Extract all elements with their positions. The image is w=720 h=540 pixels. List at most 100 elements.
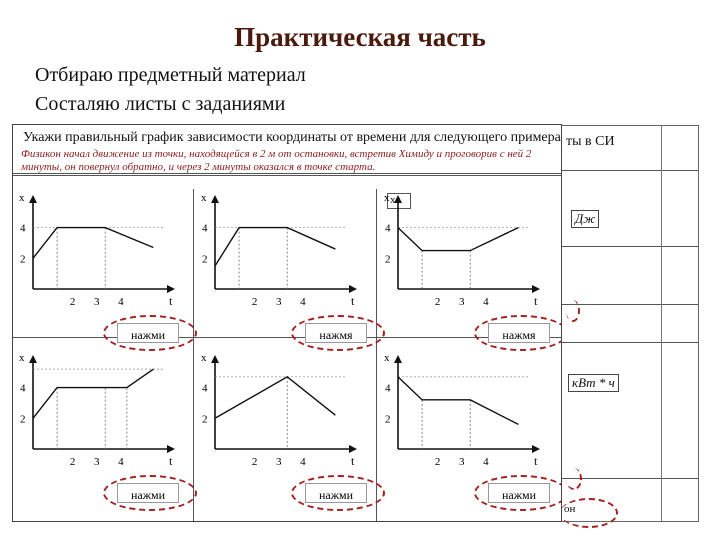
task-header: Укажи правильный график зависимости коор… [13, 125, 561, 174]
x-tick-label: 4 [118, 296, 124, 308]
y-axis-arrow [211, 195, 219, 203]
x-tick-label: 4 [300, 296, 306, 308]
y-axis-label: x [384, 192, 390, 204]
x-tick-label: 3 [94, 296, 100, 308]
highlight-oval [291, 315, 385, 351]
y-tick-label: 2 [20, 413, 26, 425]
background-divider [556, 478, 698, 479]
unit-joule-box: Дж [571, 210, 600, 228]
graph-line [214, 375, 336, 419]
y-tick-label: 4 [385, 383, 391, 395]
graph-line [32, 226, 154, 259]
x-axis-label: t [351, 454, 355, 468]
x-tick-label: 2 [70, 456, 76, 468]
task-question: Укажи правильный график зависимости коор… [23, 130, 562, 145]
header-underline [13, 175, 561, 176]
x-tick-label: 2 [435, 296, 441, 308]
task-condition: Физикон начал движение из точки, находящ… [21, 148, 532, 173]
x-axis-label: t [169, 294, 173, 308]
y-tick-label: 4 [202, 383, 208, 395]
y-axis-arrow [394, 195, 402, 203]
y-tick-label: 2 [385, 413, 391, 425]
y-axis-label: x [201, 352, 207, 364]
x-tick-label: 3 [459, 456, 465, 468]
background-oval-fragment [560, 498, 618, 528]
y-tick-label: 2 [20, 253, 26, 265]
grid-column-line [193, 189, 194, 521]
background-oval-fragment [566, 468, 582, 490]
highlight-oval [291, 475, 385, 511]
graph-svg: x t 4 2 2 3 4 [201, 352, 357, 468]
task-sheet: Укажи правильный график зависимости коор… [12, 124, 562, 522]
y-axis-label: x [19, 192, 25, 204]
x-tick-label: 4 [483, 456, 489, 468]
x-axis-arrow [349, 445, 357, 453]
y-axis-arrow [211, 355, 219, 363]
x-tick-label: 3 [459, 296, 465, 308]
y-axis-label: x [19, 352, 25, 364]
bullet-select-material: Отбираю предметный материал [35, 64, 306, 86]
unit-kwh-box: кВт * ч [568, 374, 619, 392]
grid-column-line [376, 189, 377, 521]
x-tick-label: 2 [435, 456, 441, 468]
background-worksheet: ты в СИ Дж кВт * ч он [555, 125, 699, 522]
y-tick-label: 2 [202, 253, 208, 265]
x-tick-label: 2 [252, 456, 258, 468]
y-axis-label: x [384, 352, 390, 364]
x-tick-label: 3 [94, 456, 100, 468]
y-axis-label: x [201, 192, 207, 204]
x-axis-arrow [167, 445, 175, 453]
background-divider [556, 304, 698, 305]
y-tick-label: 4 [20, 383, 26, 395]
graph-line [32, 368, 154, 419]
graph-line [397, 376, 519, 426]
x-tick-label: 4 [118, 456, 124, 468]
y-tick-label: 2 [202, 413, 208, 425]
x-tick-label: 2 [252, 296, 258, 308]
y-tick-label: 4 [202, 223, 208, 235]
x-tick-label: 3 [276, 296, 282, 308]
x-tick-label: 3 [276, 456, 282, 468]
x-tick-label: 4 [300, 456, 306, 468]
highlight-oval [103, 475, 197, 511]
x-axis-label: t [534, 294, 538, 308]
y-tick-label: 4 [385, 223, 391, 235]
y-tick-label: 4 [20, 223, 26, 235]
x-axis-arrow [349, 285, 357, 293]
bullet-compose-sheets: Состаляю листы с заданиями [35, 93, 286, 115]
highlight-oval [474, 315, 561, 351]
background-header-text: ты в СИ [566, 134, 615, 149]
slide-title: Практическая часть [234, 22, 486, 52]
graph-svg: x t 4 2 2 3 4 [384, 352, 540, 468]
graph-svg: x t 4 2 2 3 4 [201, 192, 357, 308]
graph-svg: x t 4 2 2 3 4 [19, 192, 175, 308]
graph-svg: x t 4 2 2 3 4 [384, 192, 540, 308]
y-axis-arrow [29, 195, 37, 203]
x-tick-label: 4 [483, 296, 489, 308]
grid-row-line [13, 337, 561, 338]
y-axis-arrow [29, 355, 37, 363]
x-axis-label: t [351, 294, 355, 308]
x-axis-label: t [169, 454, 173, 468]
x-axis-label: t [534, 454, 538, 468]
graph-line [214, 226, 336, 267]
highlight-oval [474, 475, 561, 511]
graph-svg: x t 4 2 2 3 4 [19, 352, 175, 468]
x-axis-arrow [532, 285, 540, 293]
background-oval-fragment [566, 300, 580, 322]
highlight-oval [103, 315, 197, 351]
y-axis-arrow [394, 355, 402, 363]
background-divider [556, 246, 698, 247]
background-column-line [661, 126, 662, 521]
background-divider [556, 342, 698, 343]
y-tick-label: 2 [385, 253, 391, 265]
x-axis-arrow [532, 445, 540, 453]
x-tick-label: 2 [70, 296, 76, 308]
background-divider [556, 170, 698, 171]
